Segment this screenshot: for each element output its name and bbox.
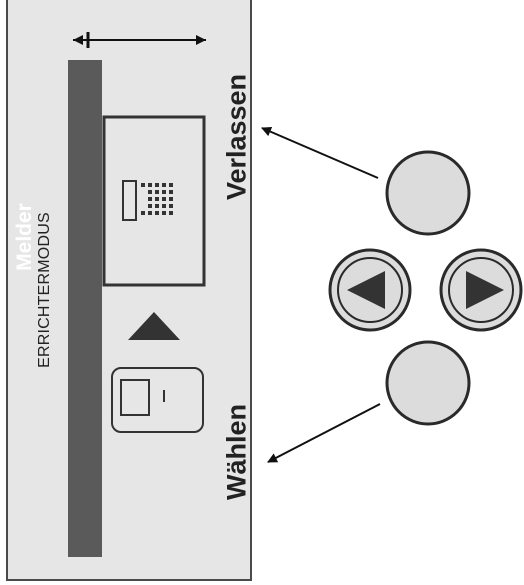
arrow-right-icon (466, 271, 504, 309)
waehlen-label: Wählen (221, 403, 252, 501)
left-button[interactable] (328, 248, 412, 332)
pointer-arrow-top (261, 126, 379, 179)
top-button[interactable] (385, 150, 471, 236)
right-button[interactable] (439, 248, 523, 332)
pointer-arrow-bottom (267, 403, 381, 463)
melder-bar (68, 60, 102, 557)
keypad (328, 150, 523, 426)
bottom-button[interactable] (385, 340, 471, 426)
verlassen-label: Verlassen (221, 73, 252, 201)
melder-label: Melder (13, 203, 36, 271)
display-screen: ERRICHTERMODUS Melder Verlassen Wählen (6, 0, 252, 581)
mode-label: ERRICHTERMODUS (36, 212, 53, 368)
arrow-left-icon (347, 271, 385, 309)
